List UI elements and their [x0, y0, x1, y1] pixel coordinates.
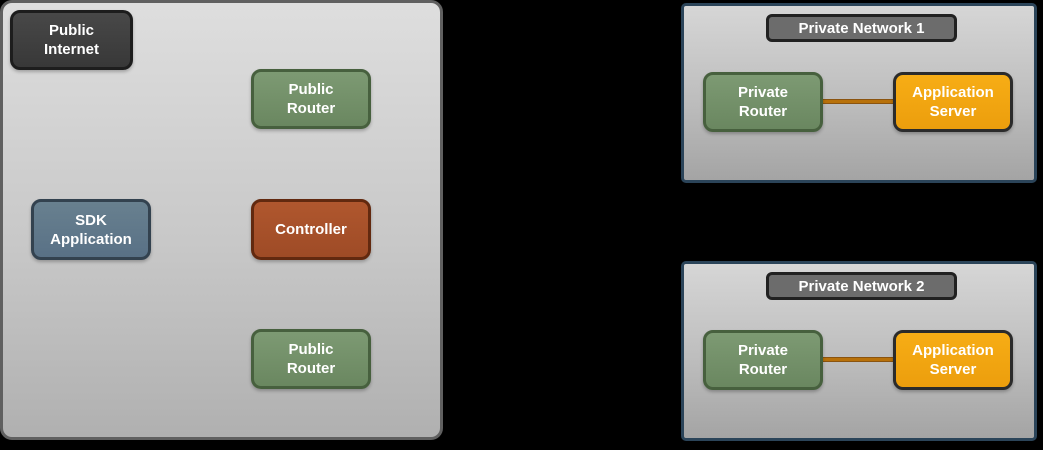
- controller-node: Controller: [251, 199, 371, 260]
- public-router-top-node: Public Router: [251, 69, 371, 129]
- application-server-node: Application Server: [893, 72, 1013, 132]
- router-server-connector: [819, 99, 899, 104]
- private-router-node: Private Router: [703, 72, 823, 132]
- public-router-bottom-node: Public Router: [251, 329, 371, 389]
- public-internet-zone: Public Internet Public Router SDK Applic…: [0, 0, 443, 440]
- private-network-1-zone: Private Network 1 Private Router Applica…: [681, 3, 1037, 183]
- private-router-node: Private Router: [703, 330, 823, 390]
- private-network-2-zone: Private Network 2 Private Router Applica…: [681, 261, 1037, 441]
- sdk-application-node: SDK Application: [31, 199, 151, 260]
- private-network-2-title: Private Network 2: [766, 272, 957, 300]
- private-network-1-title: Private Network 1: [766, 14, 957, 42]
- application-server-node: Application Server: [893, 330, 1013, 390]
- router-server-connector: [819, 357, 899, 362]
- public-internet-node: Public Internet: [10, 10, 133, 70]
